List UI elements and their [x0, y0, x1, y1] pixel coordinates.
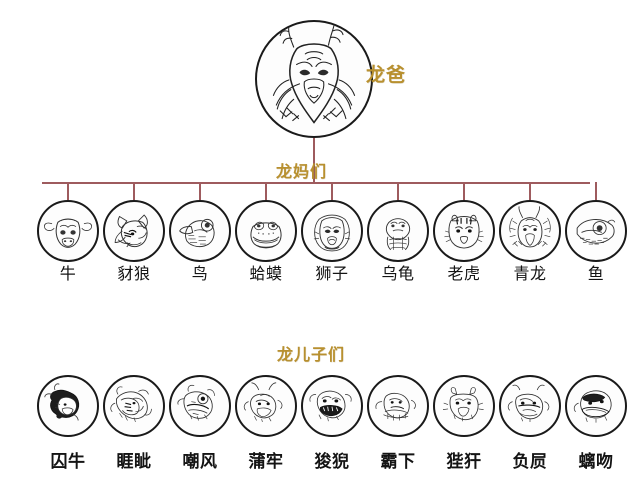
mother-node-1[interactable] — [103, 200, 165, 262]
mother-label-8: 鱼 — [587, 264, 605, 283]
connector-bus-to-mother-3 — [265, 182, 267, 200]
bian-head-icon — [433, 375, 495, 437]
mother-label-6: 老虎 — [447, 264, 481, 283]
fish-head-icon — [565, 200, 627, 262]
dragon-head-icon — [255, 20, 373, 138]
mother-node-7[interactable] — [499, 200, 561, 262]
connector-bus-to-mother-6 — [463, 182, 465, 200]
mother-node-6[interactable] — [433, 200, 495, 262]
son-label-5: 霸下 — [380, 452, 416, 472]
connector-bus-to-mother-7 — [529, 182, 531, 200]
son-node-1[interactable] — [103, 375, 165, 437]
suanni-head-icon — [301, 375, 363, 437]
son-label-6: 狴犴 — [446, 452, 482, 472]
mother-node-0[interactable] — [37, 200, 99, 262]
tier-label-mothers: 龙妈们 — [276, 162, 328, 181]
bird-head-icon — [169, 200, 231, 262]
pulao-head-icon — [235, 375, 297, 437]
azure-dragon-head-icon — [499, 200, 561, 262]
connector-bus-to-mother-2 — [199, 182, 201, 200]
son-node-6[interactable] — [433, 375, 495, 437]
mother-label-7: 青龙 — [513, 264, 547, 283]
connector-root-stem — [313, 138, 315, 162]
chaofeng-head-icon — [169, 375, 231, 437]
chiwen-head-icon — [565, 375, 627, 437]
connector-bus-to-mother-5 — [397, 182, 399, 200]
yazi-head-icon — [103, 375, 165, 437]
tiger-head-icon — [433, 200, 495, 262]
turtle-head-icon — [367, 200, 429, 262]
son-node-3[interactable] — [235, 375, 297, 437]
ox-head-icon — [37, 200, 99, 262]
connector-root-stem-lower — [313, 162, 315, 182]
mother-node-8[interactable] — [565, 200, 627, 262]
tier-label-sons: 龙儿子们 — [277, 345, 346, 364]
son-label-0: 囚牛 — [50, 452, 86, 472]
son-label-2: 嘲风 — [182, 452, 218, 472]
son-node-4[interactable] — [301, 375, 363, 437]
son-label-7: 负屃 — [512, 452, 548, 472]
son-label-1: 睚眦 — [116, 452, 152, 472]
son-node-7[interactable] — [499, 375, 561, 437]
mother-label-3: 蛤蟆 — [249, 264, 283, 283]
root-node-dragon-father — [255, 20, 373, 138]
son-node-2[interactable] — [169, 375, 231, 437]
mother-node-2[interactable] — [169, 200, 231, 262]
son-label-4: 狻猊 — [314, 452, 350, 472]
connector-mothers-bus — [42, 182, 590, 184]
connector-bus-to-mother-4 — [331, 182, 333, 200]
son-label-3: 蒲牢 — [248, 452, 284, 472]
son-label-8: 螭吻 — [578, 452, 614, 472]
mother-label-0: 牛 — [59, 264, 77, 283]
mother-label-5: 乌龟 — [381, 264, 415, 283]
baxia-head-icon — [367, 375, 429, 437]
mother-label-1: 豺狼 — [117, 264, 151, 283]
mother-node-5[interactable] — [367, 200, 429, 262]
lion-head-icon — [301, 200, 363, 262]
mother-node-3[interactable] — [235, 200, 297, 262]
connector-bus-to-mother-8 — [595, 182, 597, 200]
son-node-0[interactable] — [37, 375, 99, 437]
mother-label-4: 狮子 — [315, 264, 349, 283]
mother-node-4[interactable] — [301, 200, 363, 262]
toad-head-icon — [235, 200, 297, 262]
fuxi-head-icon — [499, 375, 561, 437]
qiuniu-head-icon — [37, 375, 99, 437]
wolf-head-icon — [103, 200, 165, 262]
connector-bus-to-mother-0 — [67, 182, 69, 200]
root-label: 龙爸 — [366, 64, 407, 86]
son-node-8[interactable] — [565, 375, 627, 437]
son-node-5[interactable] — [367, 375, 429, 437]
mother-label-2: 鸟 — [191, 264, 209, 283]
connector-bus-to-mother-1 — [133, 182, 135, 200]
